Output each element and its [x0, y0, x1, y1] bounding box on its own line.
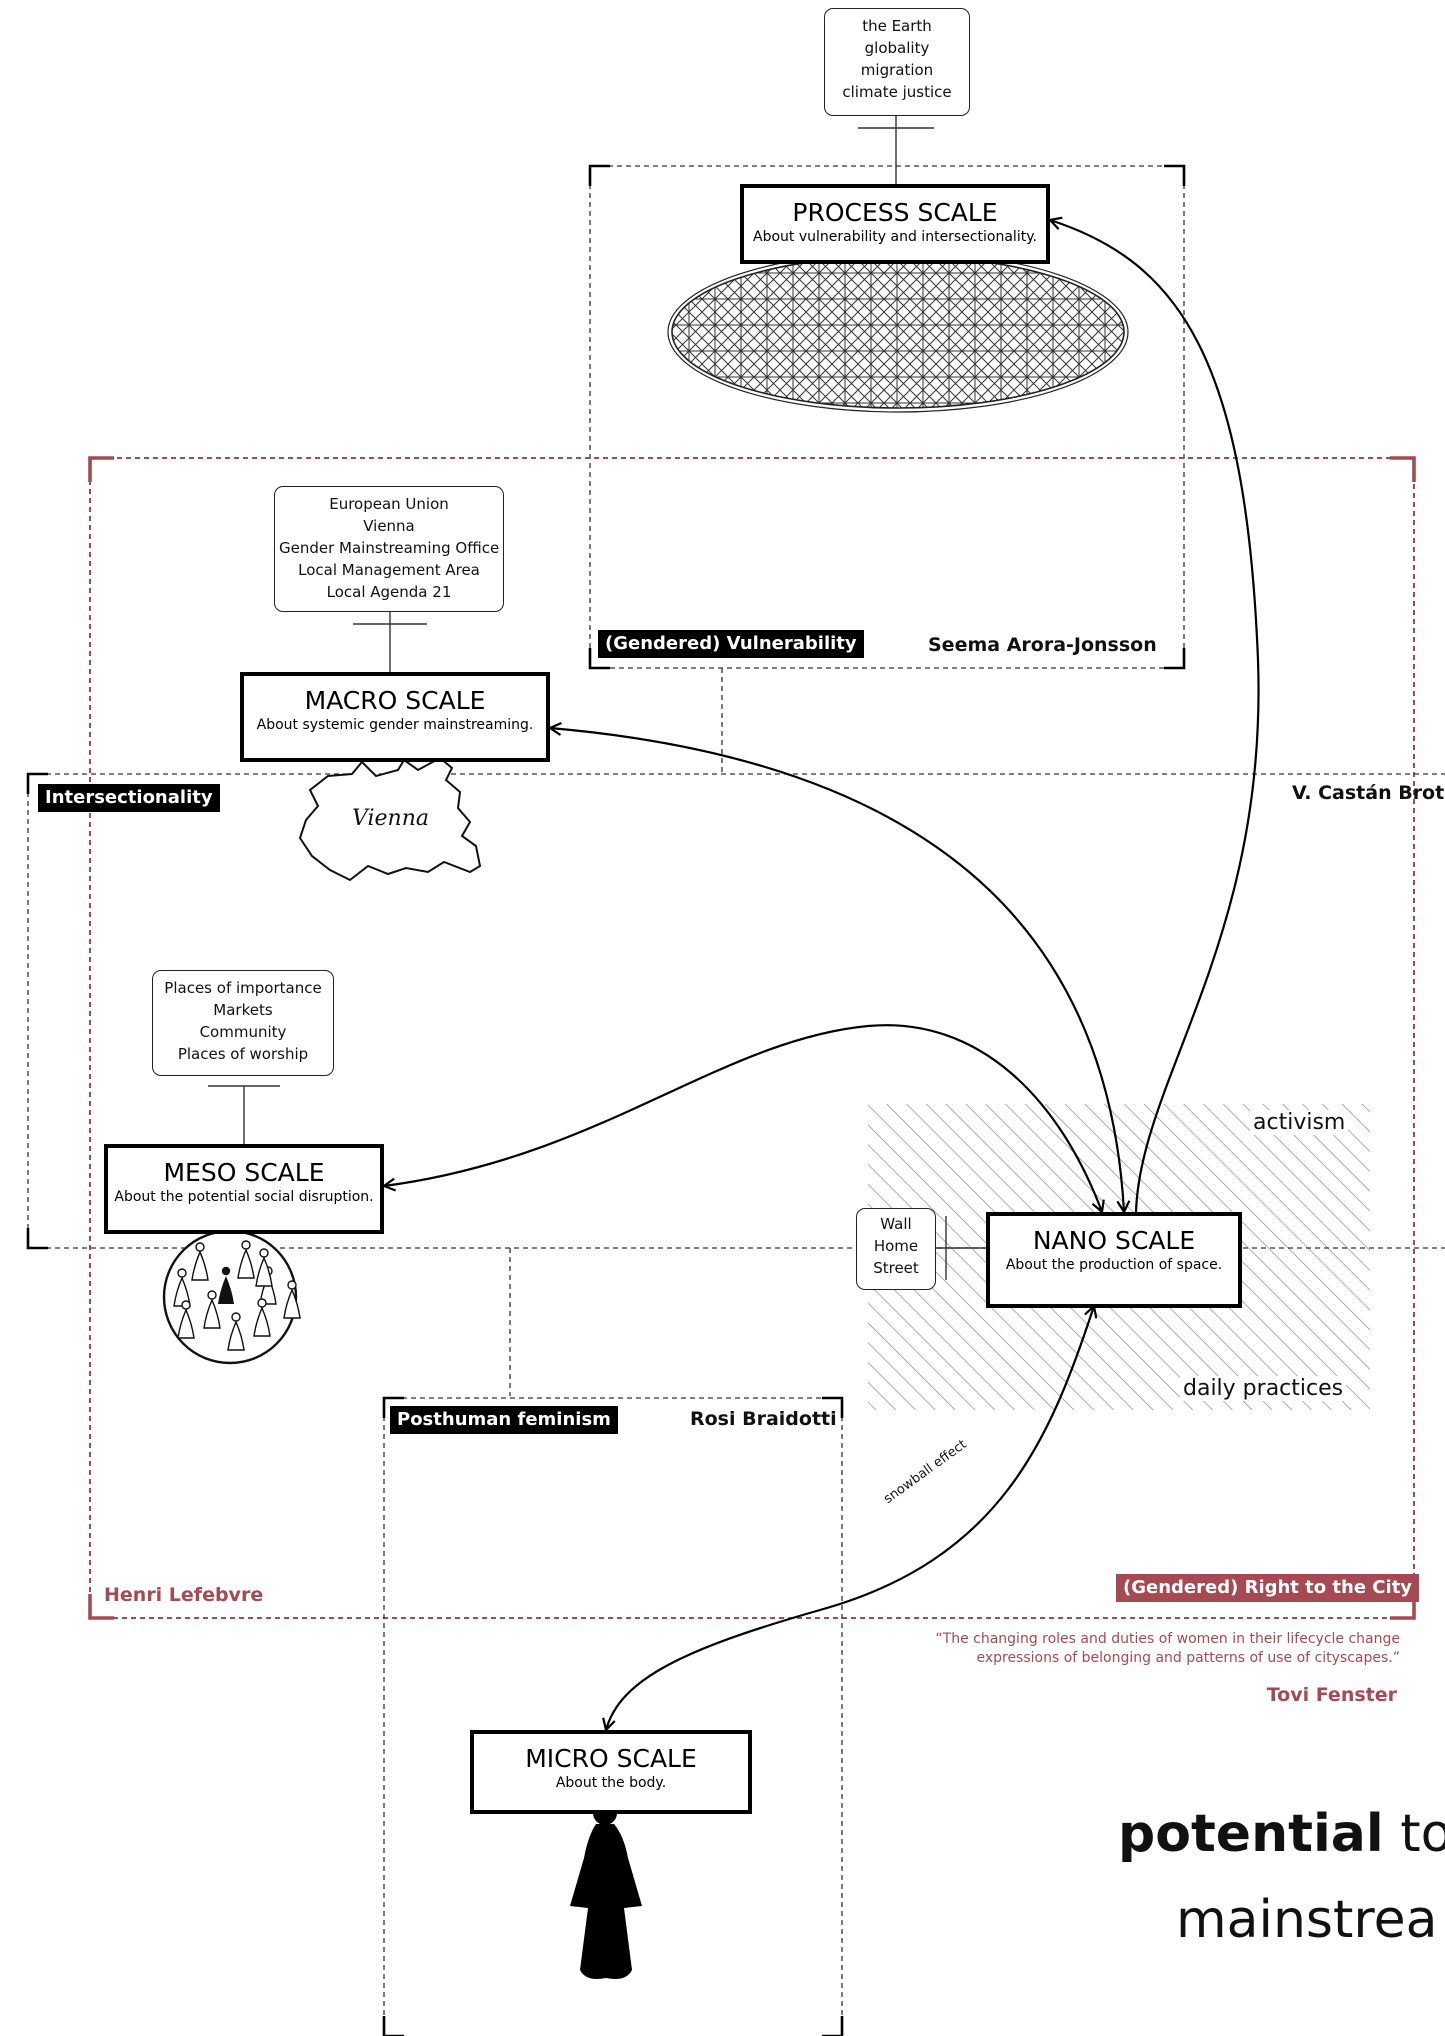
bottom-text-bold: potential — [1118, 1804, 1384, 1864]
meso-scale-box[interactable]: MESO SCALE About the potential social di… — [104, 1144, 384, 1234]
process-scale-subtitle: About vulnerability and intersectionalit… — [753, 229, 1037, 245]
macro-scale-subtitle: About systemic gender mainstreaming. — [256, 717, 534, 733]
quote-author: Tovi Fenster — [1266, 1684, 1397, 1706]
intersectionality-author: V. Castán Brot — [1292, 782, 1445, 804]
macro-scale-title: MACRO SCALE — [304, 686, 486, 715]
process-tag-box: the Earth globality migration climate ju… — [824, 8, 970, 116]
macro-tag: European Union — [329, 495, 449, 513]
macro-tag: Local Management Area — [298, 561, 480, 579]
posthuman-author: Rosi Braidotti — [690, 1408, 837, 1430]
frame-process — [589, 165, 1185, 669]
meso-scale-subtitle: About the potential social disruption. — [114, 1189, 374, 1205]
frame-process-brackets — [588, 164, 1186, 670]
nano-activism-label: activism — [1250, 1110, 1349, 1135]
bottom-text-line-2: mainstrea — [1176, 1890, 1438, 1950]
process-scale-title: PROCESS SCALE — [792, 198, 998, 227]
micro-scale-subtitle: About the body. — [555, 1775, 667, 1791]
process-tag: migration — [860, 61, 934, 79]
frame-right-to-city-brackets — [88, 456, 1416, 1620]
intersectionality-label: Intersectionality — [38, 784, 220, 812]
right-to-city-label: (Gendered) Right to the City — [1116, 1574, 1420, 1602]
macro-tag: Local Agenda 21 — [326, 583, 452, 601]
nano-scale-title: NANO SCALE — [1032, 1226, 1196, 1255]
standing-woman-icon — [570, 1801, 642, 1979]
nano-scale-subtitle: About the production of space. — [1005, 1257, 1223, 1273]
nano-tag: Home — [873, 1237, 919, 1255]
frame-intersectionality-brackets — [26, 772, 48, 1250]
right-to-city-author: Henri Lefebvre — [104, 1584, 264, 1606]
nano-tag: Wall — [880, 1215, 912, 1233]
community-circle-icon — [162, 1229, 301, 1365]
macro-tag: Gender Mainstreaming Office — [279, 539, 500, 557]
meso-scale-title: MESO SCALE — [163, 1158, 325, 1187]
macro-tag-box: European Union Vienna Gender Mainstreami… — [274, 486, 504, 612]
arrows — [384, 220, 1260, 1730]
macro-tag: Vienna — [363, 517, 415, 535]
nano-tag-box: Wall Home Street — [856, 1208, 936, 1290]
meso-tag: Markets — [213, 1001, 273, 1019]
nano-daily-practices-label: daily practices — [1180, 1376, 1347, 1401]
process-tag: climate justice — [842, 83, 952, 101]
nano-scale-box[interactable]: NANO SCALE About the production of space… — [986, 1212, 1242, 1308]
posthuman-label: Posthuman feminism — [390, 1406, 618, 1434]
bottom-text-line-1: potential to — [1118, 1804, 1445, 1864]
vienna-sketch-label: Vienna — [352, 806, 430, 831]
network-ellipse-icon — [667, 251, 1129, 413]
meso-tag: Community — [199, 1023, 287, 1041]
nano-tag: Street — [873, 1259, 919, 1277]
vulnerability-author: Seema Arora-Jonsson — [928, 634, 1157, 656]
meso-tag: Places of worship — [177, 1045, 309, 1063]
process-tag: the Earth — [862, 17, 932, 35]
fenster-quote: “The changing roles and duties of women … — [935, 1630, 1400, 1668]
meso-tag: Places of importance — [164, 979, 322, 997]
quote-line: expressions of belonging and patterns of… — [976, 1650, 1400, 1666]
meso-tag-box: Places of importance Markets Community P… — [152, 970, 334, 1076]
micro-scale-box[interactable]: MICRO SCALE About the body. — [470, 1730, 752, 1814]
vulnerability-label: (Gendered) Vulnerability — [598, 630, 864, 658]
micro-scale-title: MICRO SCALE — [525, 1744, 697, 1773]
macro-scale-box[interactable]: MACRO SCALE About systemic gender mainst… — [240, 672, 550, 762]
process-tag: globality — [864, 39, 930, 57]
connector-lines — [208, 116, 986, 1280]
process-scale-box[interactable]: PROCESS SCALE About vulnerability and in… — [740, 184, 1050, 264]
bottom-text-rest: to — [1400, 1804, 1445, 1864]
quote-line: “The changing roles and duties of women … — [935, 1631, 1400, 1647]
